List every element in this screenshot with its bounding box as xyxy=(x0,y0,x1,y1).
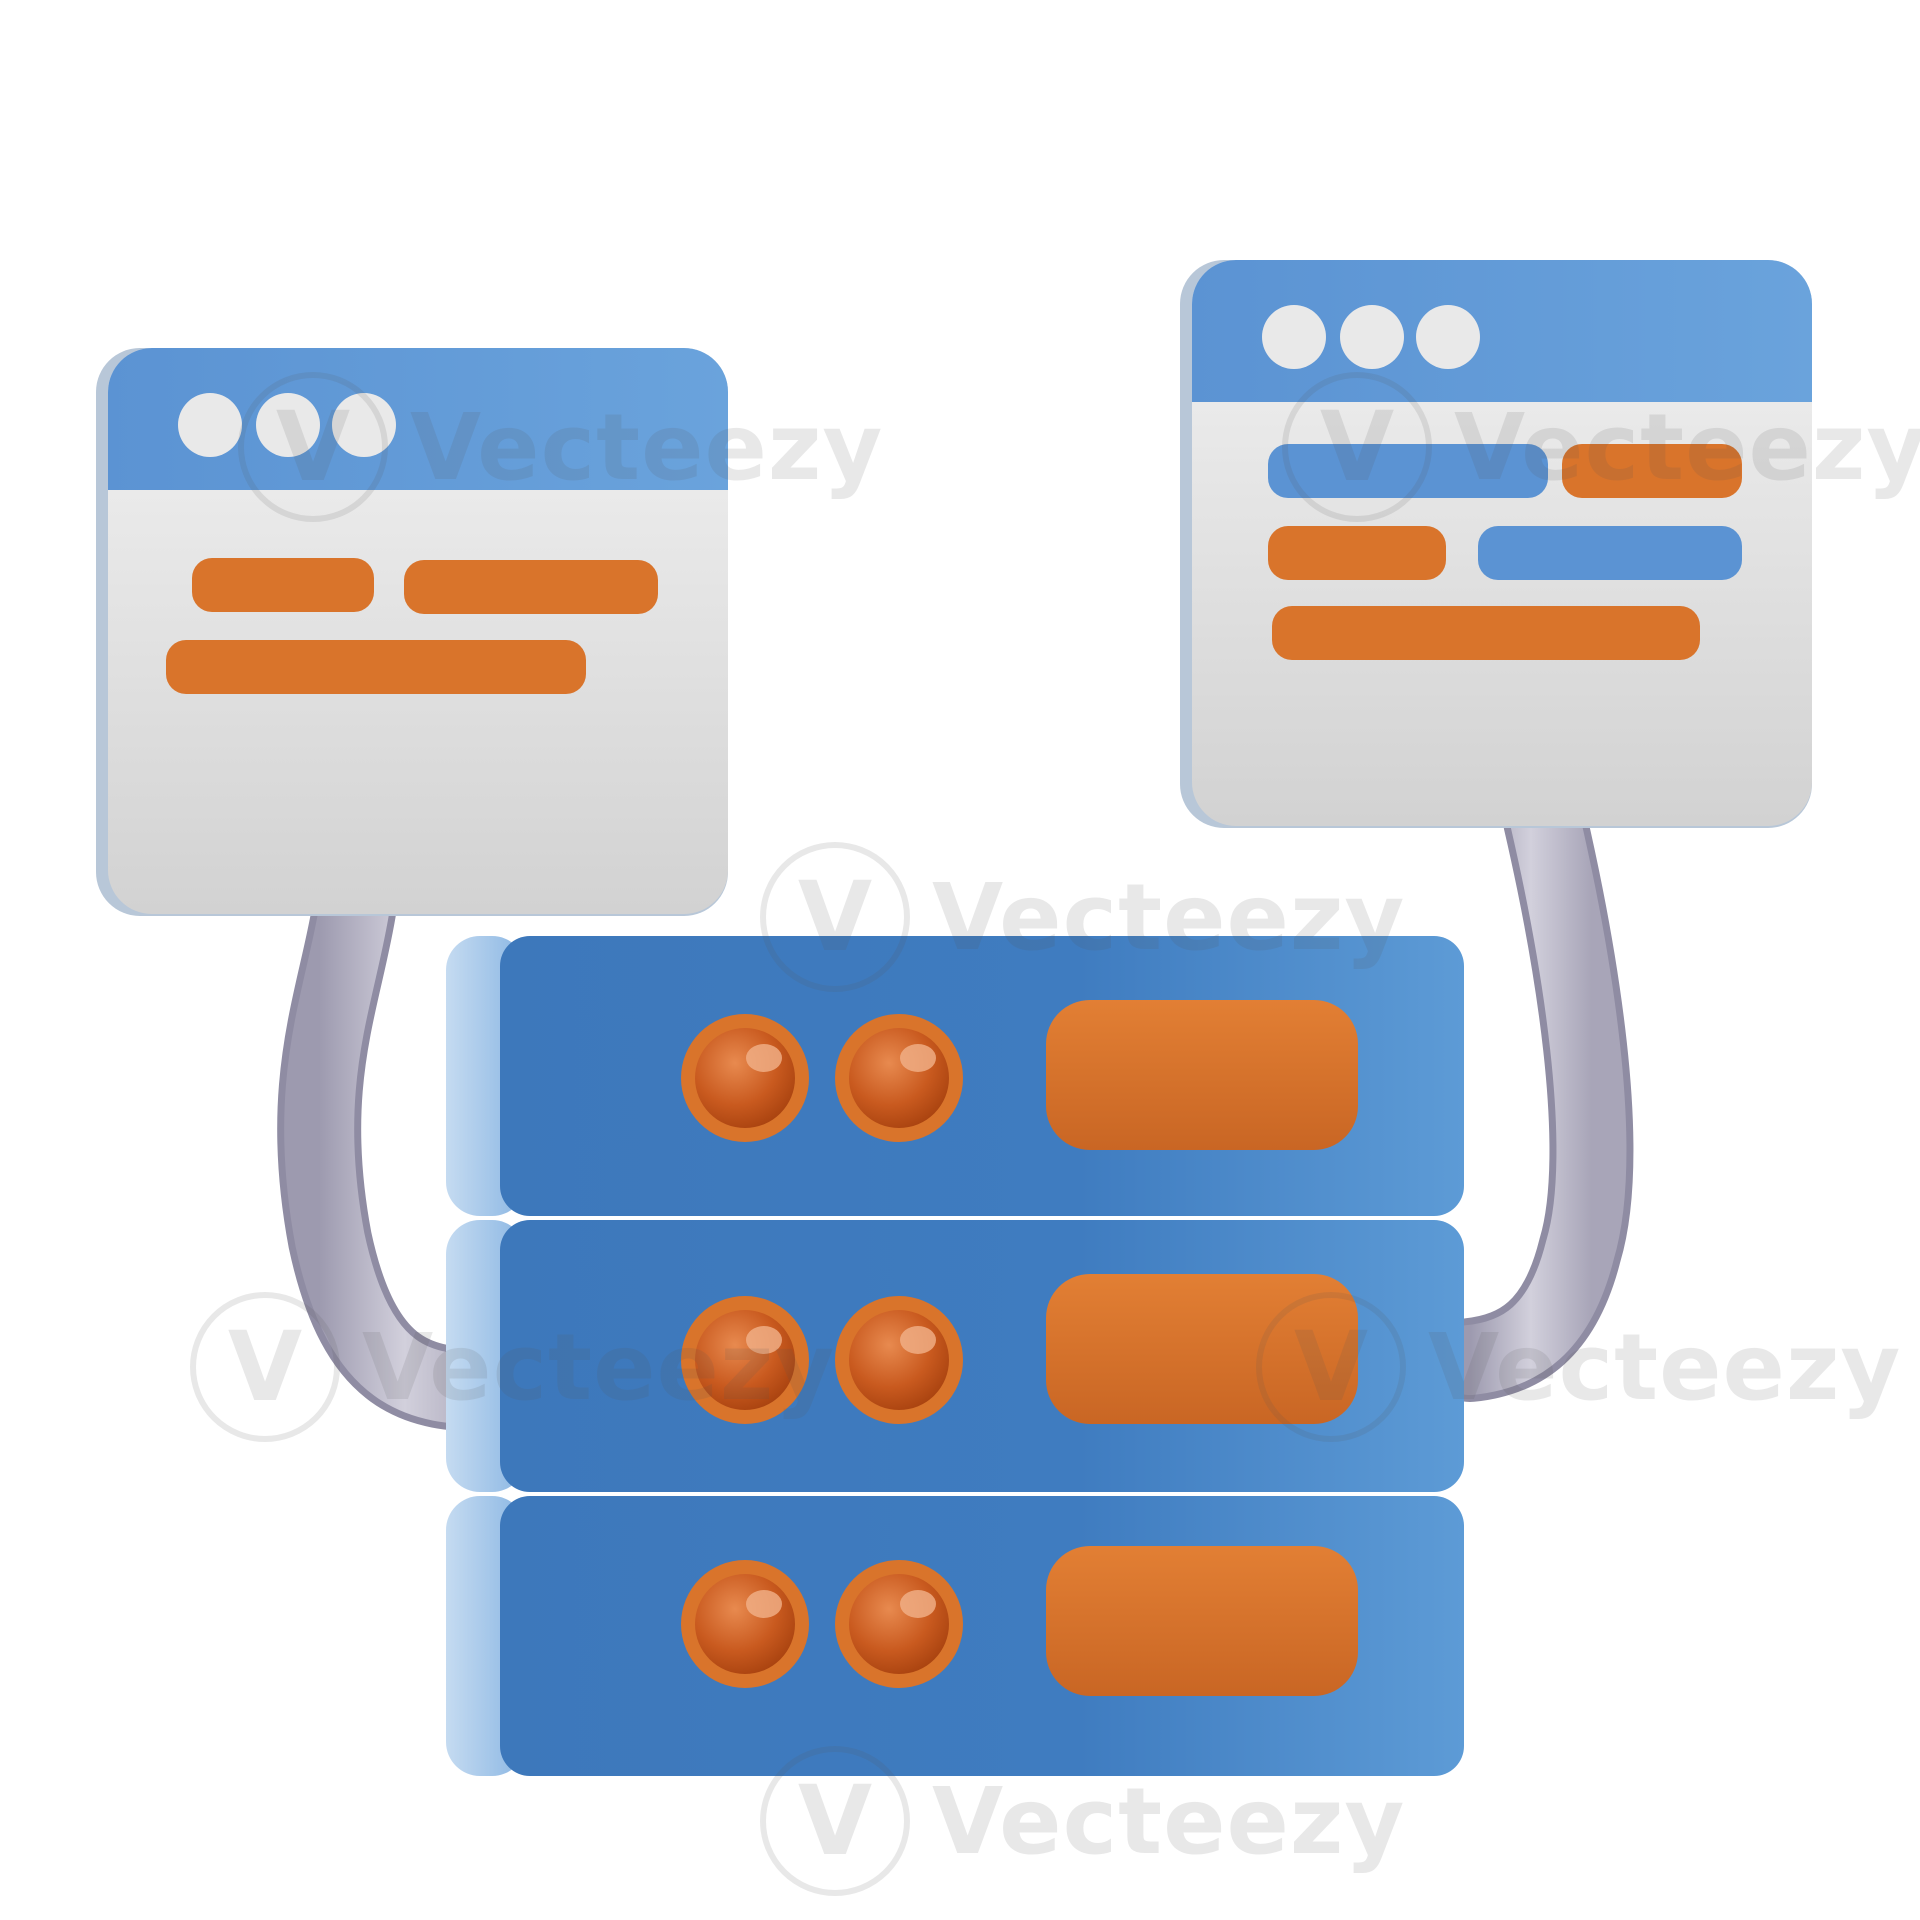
browser-window-left xyxy=(96,348,728,916)
cable-right xyxy=(1428,778,1634,1402)
server-rack xyxy=(446,936,1464,1776)
status-led xyxy=(681,1296,809,1424)
status-led xyxy=(835,1560,963,1688)
status-led xyxy=(681,1014,809,1142)
window-control-dots xyxy=(1262,305,1480,369)
drive-bay xyxy=(1046,1546,1358,1696)
drive-bay xyxy=(1046,1274,1358,1424)
status-led xyxy=(681,1560,809,1688)
server-unit-2 xyxy=(446,1220,1464,1492)
drive-bay xyxy=(1046,1000,1358,1150)
server-unit-1 xyxy=(446,936,1464,1216)
cable-left xyxy=(277,863,532,1432)
browser-window-right xyxy=(1180,260,1812,828)
content-bars-left xyxy=(166,558,658,694)
window-control-dots xyxy=(178,393,396,457)
status-led xyxy=(835,1014,963,1142)
server-unit-3 xyxy=(446,1496,1464,1776)
status-led xyxy=(835,1296,963,1424)
content-bars-right xyxy=(1268,444,1742,660)
